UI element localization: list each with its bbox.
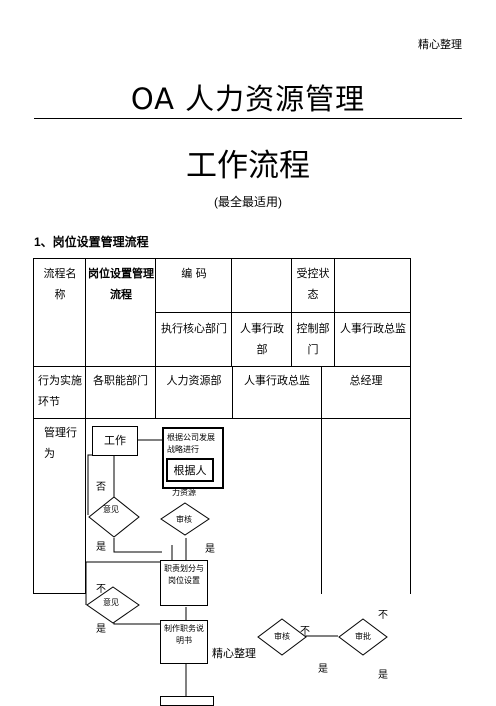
flow-duty-box: 职责划分与岗位设置 (160, 560, 208, 606)
stage-col-departments: 各职能部门 (93, 374, 148, 387)
flow-no-label-2: 不 (96, 584, 106, 595)
flow-start-box: 工作 (92, 426, 138, 456)
control-status-label: 受控状态 (296, 267, 330, 301)
stage-col-hr-director: 人事行政总监 (244, 374, 310, 387)
flow-job-desc-box: 制作职务说明书 (160, 620, 208, 664)
flow-yes-label-3: 是 (96, 624, 106, 635)
code-label: 编 码 (181, 267, 207, 280)
flow-opinion-2-label: 意见 (103, 598, 119, 607)
document-note: (最全最适用) (214, 195, 282, 209)
flow-yes-label-4: 是 (318, 664, 328, 675)
section-heading: 1、岗位设置管理流程 (34, 235, 149, 249)
flow-audit-diamond-1 (160, 502, 210, 536)
stage-label: 行为实施环节 (38, 374, 82, 408)
flow-yes-label-2: 是 (205, 544, 215, 555)
flow-audit-1-label: 审核 (176, 515, 192, 524)
flow-no-label-3: 不 (300, 626, 310, 637)
stage-col-gm: 总经理 (349, 374, 383, 387)
header-mark: 精心整理 (418, 38, 462, 51)
exec-dept-label: 执行核心部门 (161, 322, 227, 335)
process-name-label: 流程名称 (43, 267, 77, 301)
flow-opinion-diamond-2 (86, 586, 140, 624)
control-dept-value: 人事行政总监 (340, 322, 406, 335)
document-subtitle: 工作流程 (186, 148, 310, 184)
flow-opinion-diamond-1 (88, 496, 140, 538)
flow-audit-diamond-2 (257, 618, 307, 656)
exec-dept-value: 人事行政部 (240, 322, 284, 356)
flow-no-label-4: 不 (378, 610, 388, 621)
flow-no-label-1: 否 (96, 482, 106, 493)
flow-opinion-1-label: 意见 (103, 505, 119, 514)
flow-yes-label-1: 是 (96, 542, 106, 553)
footer-mark: 精心整理 (212, 647, 256, 660)
flow-approve-label: 审批 (355, 632, 371, 641)
flow-audit-2-label: 审核 (274, 632, 290, 641)
process-name-value: 岗位设置管理流程 (88, 267, 154, 301)
flow-approve-diamond (338, 618, 388, 656)
control-dept-label: 控制部门 (296, 322, 330, 356)
flow-yes-label-5: 是 (378, 670, 388, 681)
flow-next-box (160, 696, 214, 706)
flow-overlap-tail: 力资源 (172, 488, 196, 497)
management-label: 管理行为 (44, 426, 77, 460)
stage-col-hr: 人力资源部 (166, 374, 222, 387)
title-rule (34, 118, 462, 119)
document-title: OA 人力资源管理 (130, 82, 366, 116)
flow-overlap-box: 根据人 (166, 458, 214, 482)
